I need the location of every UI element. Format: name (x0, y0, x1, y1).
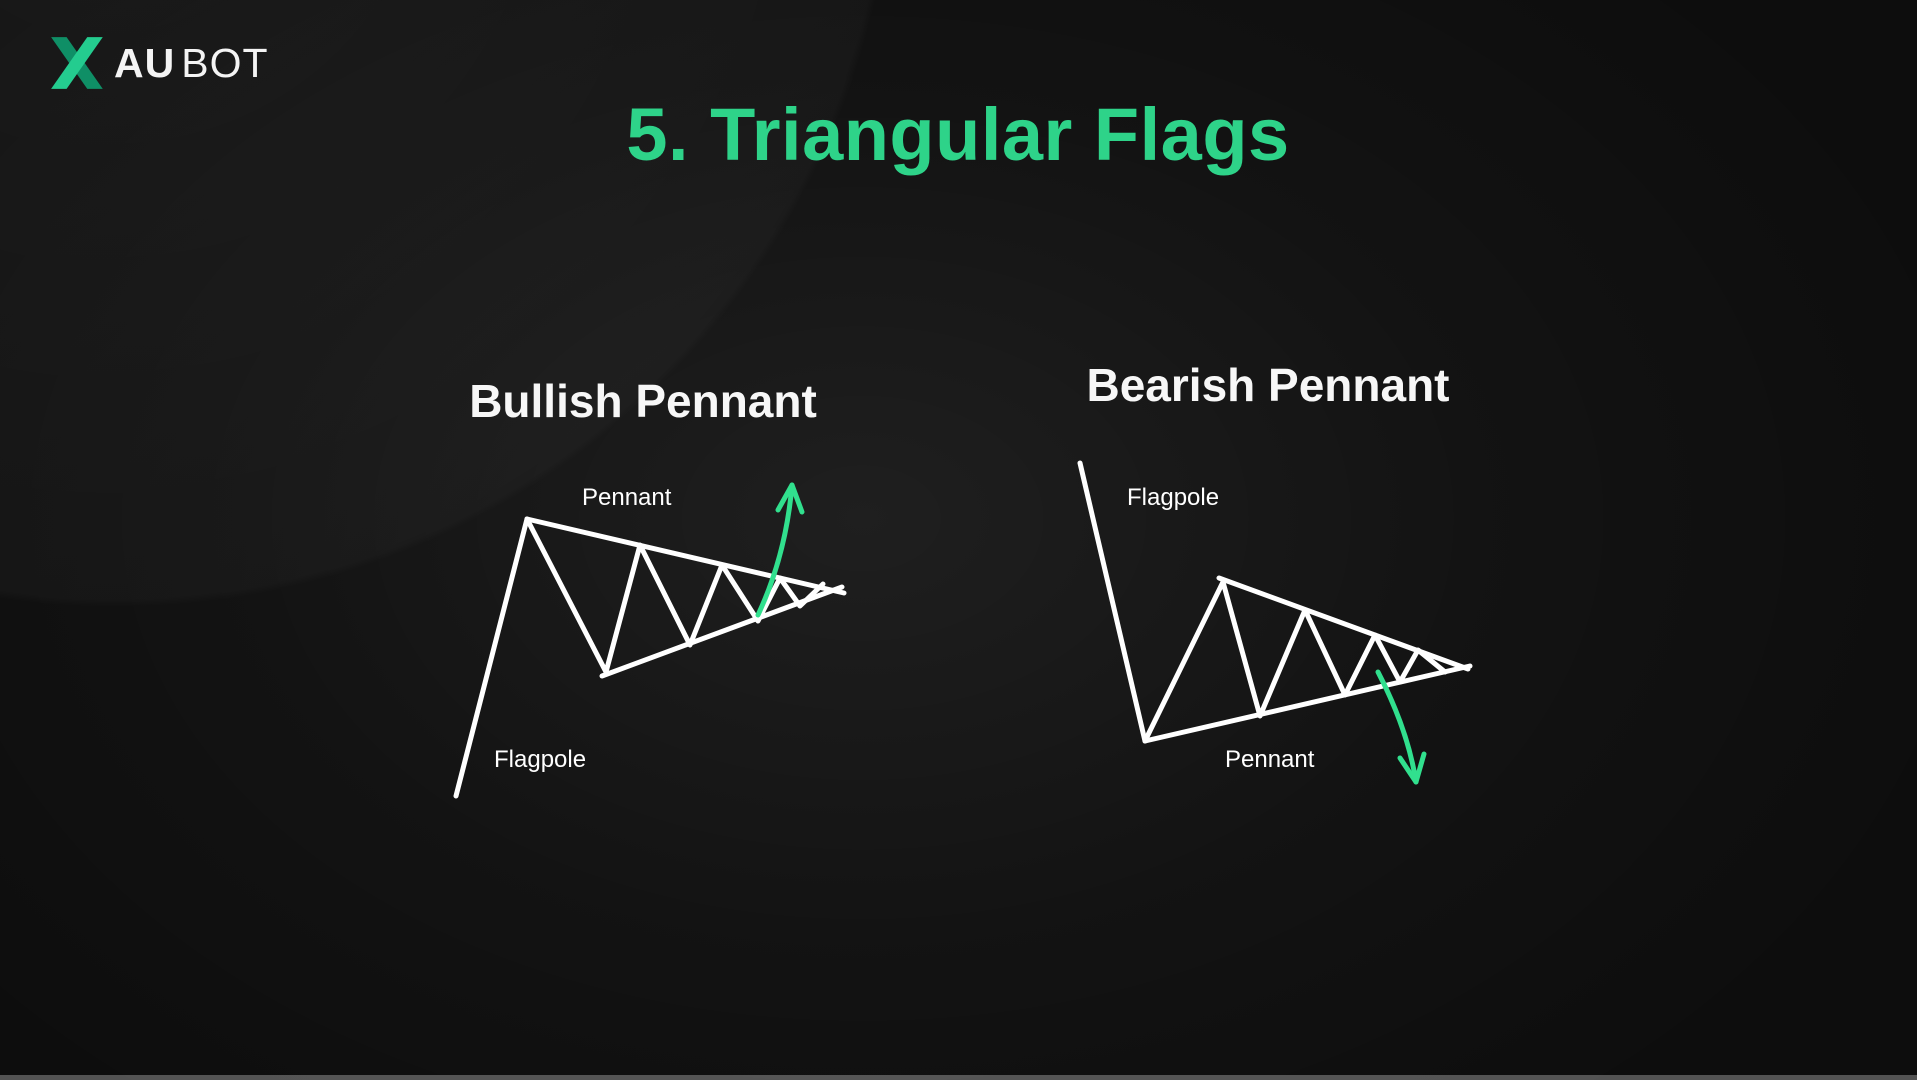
bearish-flagpole-line (1077, 460, 1148, 744)
bearish-lower-trendline (1142, 663, 1473, 744)
bullish-upper-trendline (524, 516, 847, 596)
bearish-heading: Bearish Pennant (1086, 359, 1450, 411)
bullish-flagpole-line (453, 516, 530, 799)
bullish-heading: Bullish Pennant (469, 375, 817, 427)
bullish-breakout-arrow-up (755, 482, 795, 618)
bearish-zigzag (1142, 579, 1448, 744)
logo-text-bot: BOT (181, 40, 269, 86)
bullish-pennant-label: Pennant (582, 484, 672, 511)
page-title: 5. Triangular Flags (626, 93, 1290, 176)
xaubot-x-icon (51, 37, 103, 89)
bearish-breakout-arrow-down (1375, 669, 1419, 785)
bullish-pennant-drawing (453, 482, 847, 799)
bullish-flagpole-label: Flagpole (494, 746, 587, 773)
bearish-upper-trendline (1216, 575, 1471, 672)
bearish-pennant-drawing (1077, 460, 1473, 785)
logo-text-au: AU (114, 40, 176, 86)
bearish-pennant-label: Pennant (1225, 746, 1315, 773)
bearish-arrowhead-icon (1397, 751, 1427, 785)
bottom-edge-strip (0, 1075, 1917, 1080)
bullish-zigzag (524, 516, 826, 675)
x-mark-front-stroke (51, 37, 103, 89)
logo: AU BOT (48, 34, 269, 92)
bearish-flagpole-label: Flagpole (1127, 484, 1220, 511)
bullish-arrowhead-icon (775, 482, 805, 515)
